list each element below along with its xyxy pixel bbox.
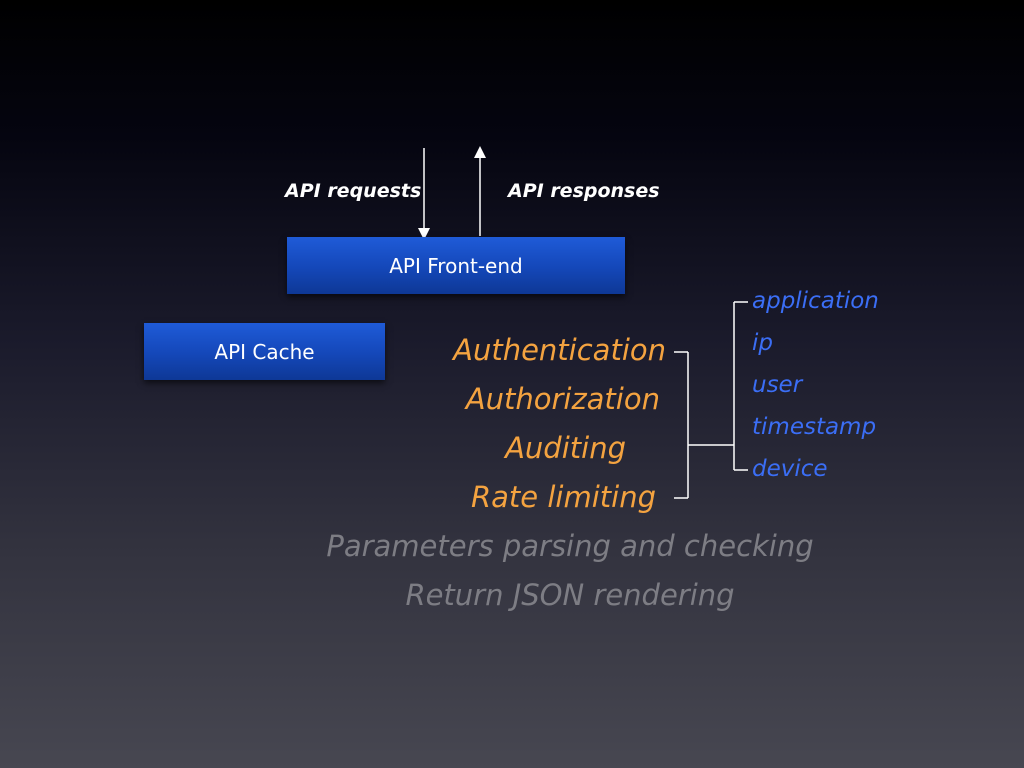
api-front-end-box: API Front-end — [287, 237, 625, 294]
api-responses-label: API responses — [508, 180, 660, 202]
stages-bracket — [674, 351, 734, 499]
step-parameters-parsing: Parameters parsing and checking — [326, 529, 814, 563]
stage-authentication: Authentication — [453, 333, 666, 367]
field-application: application — [752, 288, 879, 314]
field-user: user — [752, 372, 803, 398]
step-json-rendering: Return JSON rendering — [405, 578, 735, 612]
api-cache-box: API Cache — [144, 323, 385, 380]
stage-auditing: Auditing — [505, 431, 626, 465]
field-device: device — [752, 456, 828, 482]
api-requests-label: API requests — [285, 180, 422, 202]
field-timestamp: timestamp — [752, 414, 877, 440]
field-ip: ip — [752, 330, 773, 356]
fields-bracket — [733, 301, 748, 471]
stage-rate-limiting: Rate limiting — [471, 480, 656, 514]
stages-list: Authentication Authorization Auditing Ra… — [400, 332, 666, 532]
stage-authorization: Authorization — [465, 382, 660, 416]
